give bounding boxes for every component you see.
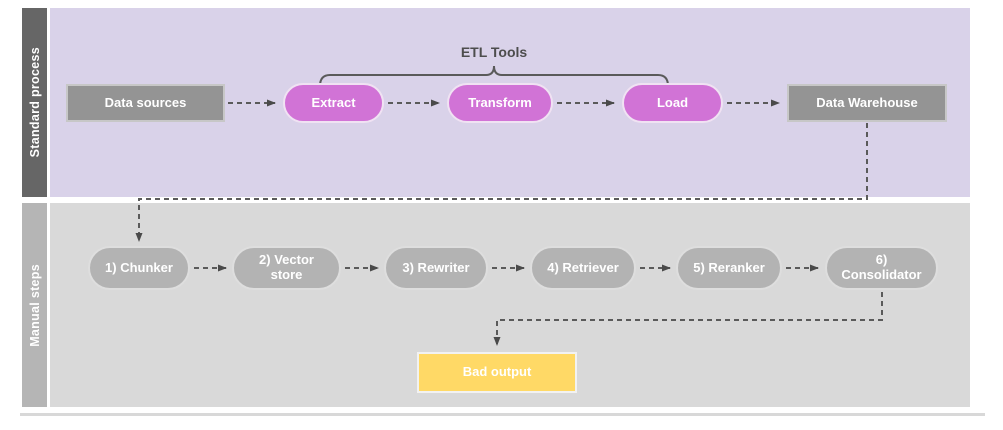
node-label: Data Warehouse (816, 94, 918, 110)
node-label: 2) Vector store (259, 252, 314, 282)
node-label: Load (656, 94, 689, 110)
arrow-warehouse-chunker (135, 123, 868, 242)
node-consolidator: 6) Consolidator (825, 246, 938, 290)
node-label: 1) Chunker (105, 259, 173, 275)
etl-tools-label: ETL Tools (460, 44, 528, 60)
node-label: Extract (311, 94, 356, 110)
etl-tools-brace (319, 65, 669, 87)
node-load: Load (622, 83, 723, 123)
node-vector-store: 2) Vector store (232, 246, 341, 290)
node-label: 5) Reranker (693, 259, 765, 275)
node-label: Data sources (104, 94, 187, 110)
node-bad-output: Bad output (417, 352, 577, 393)
node-data-sources: Data sources (66, 84, 225, 122)
node-chunker: 1) Chunker (88, 246, 190, 290)
node-data-warehouse: Data Warehouse (787, 84, 947, 122)
node-rewriter: 3) Rewriter (384, 246, 488, 290)
node-label: Transform (468, 94, 532, 110)
node-transform: Transform (447, 83, 553, 123)
node-label: 6) Consolidator (841, 252, 922, 282)
node-reranker: 5) Reranker (676, 246, 782, 290)
lane-label-standard-process: Standard process (22, 8, 47, 197)
node-extract: Extract (283, 83, 384, 123)
node-retriever: 4) Retriever (530, 246, 636, 290)
arrow-consolidator-badoutput (493, 292, 883, 346)
node-label: Bad output (462, 364, 532, 380)
node-label: 3) Rewriter (402, 259, 470, 275)
lane-label-manual-steps: Manual steps (22, 203, 47, 407)
node-label: 4) Retriever (547, 259, 619, 275)
page-bottom-edge (20, 413, 985, 416)
